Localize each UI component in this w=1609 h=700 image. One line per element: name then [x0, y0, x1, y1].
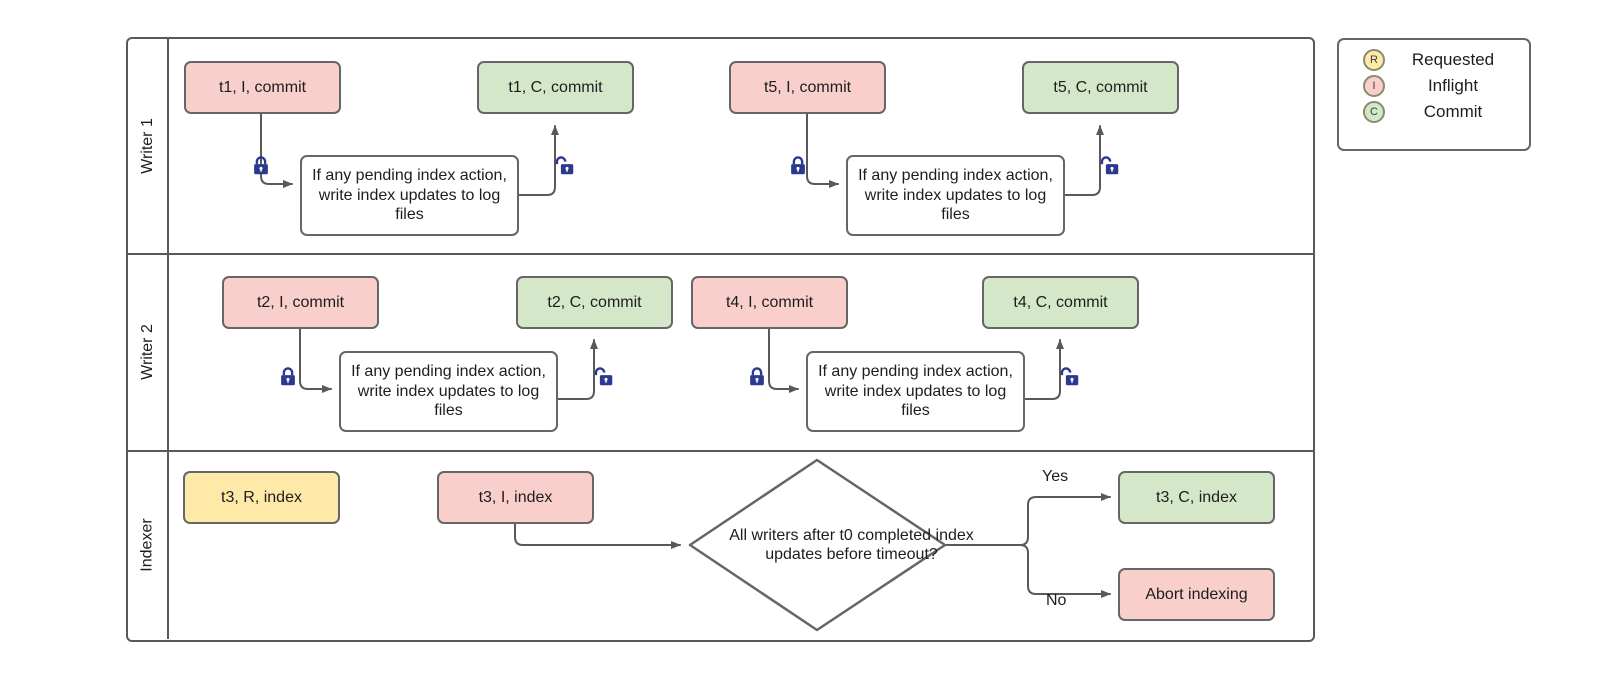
- legend-label-commit: Commit: [1423, 102, 1483, 121]
- legend-badge-commit-icon: C: [1363, 101, 1385, 123]
- node-indexer-t3-inflight[interactable]: t3, I, index: [437, 471, 594, 524]
- decision-label: All writers after t0 completed index upd…: [729, 526, 974, 563]
- lane-separator-1: [128, 253, 1313, 255]
- node-indexer-t3-requested[interactable]: t3, R, index: [183, 471, 340, 524]
- node-w2-t4-commit[interactable]: t4, C, commit: [982, 276, 1139, 329]
- node-w2-index-write-2[interactable]: If any pending index action, write index…: [806, 351, 1025, 432]
- legend-item-inflight: I Inflight: [1363, 73, 1515, 99]
- node-w1-t1-commit[interactable]: t1, C, commit: [477, 61, 634, 114]
- legend-item-requested: R Requested: [1363, 47, 1515, 73]
- node-indexer-abort[interactable]: Abort indexing: [1118, 568, 1275, 621]
- node-w2-t4-inflight[interactable]: t4, I, commit: [691, 276, 848, 329]
- node-w2-t2-commit[interactable]: t2, C, commit: [516, 276, 673, 329]
- lock-closed-icon: [277, 366, 299, 388]
- edge-label-yes: Yes: [1042, 468, 1069, 485]
- node-indexer-t3-commit[interactable]: t3, C, index: [1118, 471, 1275, 524]
- lock-open-icon: [593, 366, 615, 388]
- lane-writer-1: Writer 1: [128, 39, 1313, 253]
- node-w1-index-write-1[interactable]: If any pending index action, write index…: [300, 155, 519, 236]
- lock-open-icon: [1059, 366, 1081, 388]
- lane-header-writer-2: Writer 2: [128, 253, 169, 450]
- lock-open-icon: [554, 155, 576, 177]
- legend-badge-requested-icon: R: [1363, 49, 1385, 71]
- legend-badge-inflight-icon: I: [1363, 75, 1385, 97]
- lock-closed-icon: [250, 155, 272, 177]
- lane-writer-2: Writer 2: [128, 253, 1313, 450]
- node-w2-index-write-1[interactable]: If any pending index action, write index…: [339, 351, 558, 432]
- lock-closed-icon: [746, 366, 768, 388]
- lane-header-indexer: Indexer: [128, 450, 169, 639]
- decision-diamond-shape: [688, 458, 947, 632]
- lane-separator-2: [128, 450, 1313, 452]
- legend-panel: R Requested I Inflight C Commit: [1337, 38, 1531, 151]
- lane-header-writer-1: Writer 1: [128, 39, 169, 253]
- legend-label-requested: Requested: [1411, 50, 1495, 69]
- edge-label-no: No: [1046, 592, 1067, 609]
- legend-item-commit: C Commit: [1363, 99, 1515, 125]
- node-w2-t2-inflight[interactable]: t2, I, commit: [222, 276, 379, 329]
- node-w1-t5-commit[interactable]: t5, C, commit: [1022, 61, 1179, 114]
- lock-closed-icon: [787, 155, 809, 177]
- legend-label-inflight: Inflight: [1427, 76, 1479, 95]
- node-w1-t5-inflight[interactable]: t5, I, commit: [729, 61, 886, 114]
- lock-open-icon: [1099, 155, 1121, 177]
- decision-all-writers-completed[interactable]: All writers after t0 completed index upd…: [690, 460, 974, 630]
- lane-indexer: Indexer: [128, 450, 1313, 639]
- node-w1-index-write-2[interactable]: If any pending index action, write index…: [846, 155, 1065, 236]
- node-w1-t1-inflight[interactable]: t1, I, commit: [184, 61, 341, 114]
